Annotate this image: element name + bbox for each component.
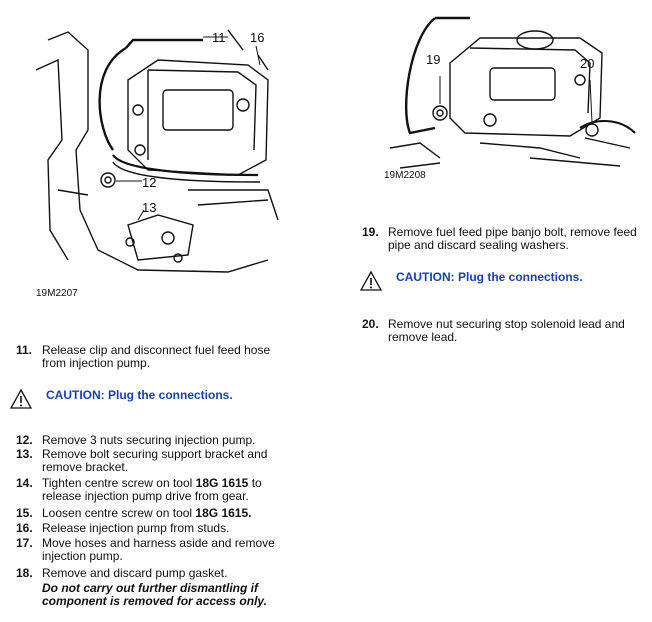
caution-text: CAUTION: Plug the connections. [46,388,233,402]
step-text: Move hoses and harness aside and remove … [42,536,275,563]
step-number: 12. [16,433,33,447]
figure-code-left: 19M2207 [36,288,78,299]
callout-20: 20 [580,56,595,71]
step-number: 11. [16,343,33,357]
step-number: 17. [16,536,33,550]
step-text: Remove fuel feed pipe banjo bolt, remove… [388,225,637,252]
step-text: Remove nut securing stop solenoid lead a… [388,317,625,344]
step-text-post: to release injection pump drive from gea… [42,476,262,503]
tool-number: 18G 1615. [195,506,252,520]
step-number: 20. [362,317,379,331]
step-text: Loosen centre screw on tool 18G 1615. [42,507,294,520]
step-number: 16. [16,521,33,535]
warning-triangle-icon [10,388,32,409]
step-number: 15. [16,506,33,520]
step-text: Remove bolt securing support bracket and… [42,447,268,474]
step-number: 13. [16,447,33,461]
step-text: Tighten centre screw on tool 18G 1615 to… [42,477,294,503]
callout-12: 12 [142,175,157,190]
step-text: Release clip and disconnect fuel feed ho… [42,343,271,370]
step-text-pre: Tighten centre screw on tool [42,476,196,490]
tool-number: 18G 1615 [195,476,249,490]
step-text-pre: Loosen centre screw on tool [42,506,196,520]
step-number: 14. [16,476,33,490]
figure-code-right: 19M2208 [384,170,426,181]
callout-13: 13 [142,200,157,215]
step-text: Remove 3 nuts securing injection pump. [42,433,256,447]
step-number: 18. [16,566,33,580]
step-text: Release injection pump from studs. [42,521,230,535]
callout-11: 11 [212,30,226,45]
callout-16: 16 [250,30,265,45]
caution-text: CAUTION: Plug the connections. [396,270,583,284]
figure-injection-pump-left: 11 16 12 13 19M2207 [28,10,290,299]
step-number: 19. [362,225,379,239]
figure-injection-pump-right: 19 20 19M2208 [380,8,636,186]
engine-illustration-right [389,16,636,169]
callout-19: 19 [426,52,441,67]
step-text: Remove and discard pump gasket. [42,566,228,580]
dismantling-note: Do not carry out further dismantling if … [42,581,267,608]
warning-triangle-icon [360,270,382,291]
engine-illustration-left [35,29,279,273]
